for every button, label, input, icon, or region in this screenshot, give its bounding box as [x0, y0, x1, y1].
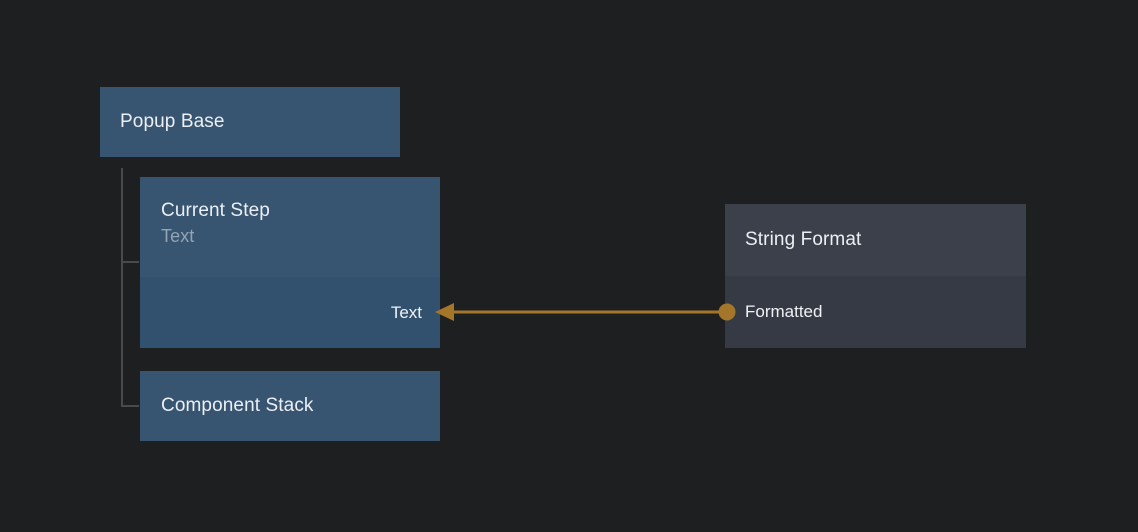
node-popup-base[interactable]: Popup Base — [100, 87, 400, 157]
input-port-text[interactable]: Text — [390, 303, 422, 322]
node-string-format[interactable]: String Format Formatted — [725, 204, 1026, 348]
node-string-format-title: String Format — [745, 228, 862, 250]
node-popup-base-title: Popup Base — [120, 110, 225, 132]
node-string-format-body: Formatted — [725, 276, 1026, 348]
node-component-stack[interactable]: Component Stack — [140, 371, 440, 441]
tree-connector-vertical-line — [121, 168, 123, 407]
tree-connector-stub-component-stack — [121, 405, 139, 407]
output-port-formatted[interactable]: Formatted — [745, 302, 823, 321]
node-current-step[interactable]: Current Step Text Text — [140, 177, 440, 348]
node-string-format-header: String Format — [725, 204, 1026, 276]
link-formatted-to-text[interactable] — [435, 303, 736, 321]
node-popup-base-header: Popup Base — [100, 87, 400, 157]
node-component-stack-header: Component Stack — [140, 371, 440, 441]
node-component-stack-title: Component Stack — [161, 394, 314, 416]
node-current-step-header: Current Step Text — [140, 177, 440, 277]
node-current-step-subtitle: Text — [161, 225, 195, 246]
node-current-step-body: Text — [140, 277, 440, 348]
node-current-step-title: Current Step — [161, 200, 270, 221]
tree-connector-stub-current-step — [121, 261, 139, 263]
